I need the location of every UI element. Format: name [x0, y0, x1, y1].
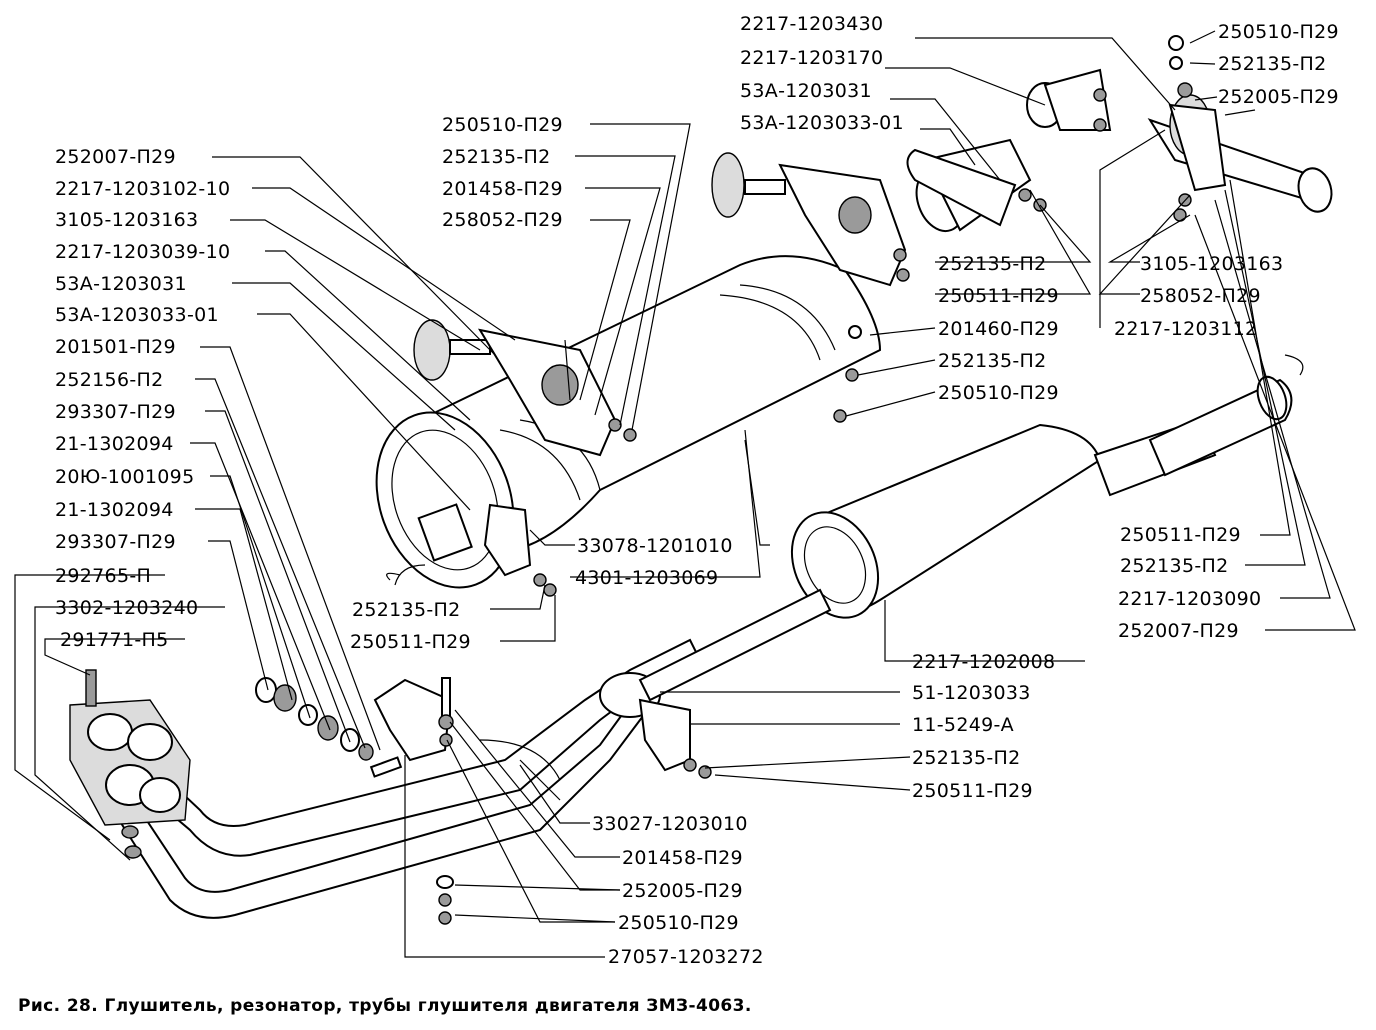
- part-label: 250510-П29: [442, 114, 563, 136]
- upper-hanger: [1026, 68, 1112, 132]
- part-label: 201458-П29: [622, 847, 743, 869]
- part-label: 4301-1203069: [575, 567, 718, 589]
- resonator-hanger-left: [413, 319, 637, 457]
- part-label: 250511-П29: [350, 631, 471, 653]
- part-label: 293307-П29: [55, 401, 176, 423]
- tail-pipe: [1147, 35, 1333, 222]
- resonator-hanger-right: [711, 152, 910, 287]
- manifold-flange: [69, 669, 191, 859]
- bottom-nuts: [436, 875, 454, 925]
- part-label: 252005-П29: [622, 880, 743, 902]
- part-label: 201460-П29: [938, 318, 1059, 340]
- part-label: 252135-П2: [352, 599, 460, 621]
- part-label: 252135-П2: [1218, 53, 1326, 75]
- part-label: 258052-П29: [1140, 285, 1261, 307]
- part-label: 252156-П2: [55, 369, 163, 391]
- part-label: 3105-1203163: [1140, 253, 1283, 275]
- resonator-outlet-pipe: [906, 138, 1047, 232]
- part-label: 293307-П29: [55, 531, 176, 553]
- part-label: 20Ю-1001095: [55, 466, 194, 488]
- part-label: 201458-П29: [442, 178, 563, 200]
- part-label: 250510-П29: [938, 382, 1059, 404]
- part-label: 252135-П2: [1120, 555, 1228, 577]
- part-label: 292765-П: [55, 565, 151, 587]
- leader-lines: [14, 30, 1356, 958]
- part-label: 2217-1203112: [1114, 318, 1257, 340]
- part-label: 33027-1203010: [592, 813, 748, 835]
- part-label: 3302-1203240: [55, 597, 198, 619]
- parts-drawing: [69, 35, 1333, 919]
- pipe-bracket: [373, 677, 454, 762]
- part-label: 53А-1203031: [55, 273, 187, 295]
- part-label: 33078-1201010: [577, 535, 733, 557]
- part-labels: 2217-1203430 2217-1203170 53А-1203031 53…: [55, 13, 1339, 968]
- part-label: 3105-1203163: [55, 209, 198, 231]
- part-label: 21-1302094: [55, 433, 174, 455]
- muffler: [790, 375, 1293, 619]
- part-label: 2217-1203430: [740, 13, 883, 35]
- part-label: 291771-П5: [60, 629, 168, 651]
- resonator-clamp: [483, 503, 557, 597]
- part-label: 250511-П29: [912, 780, 1033, 802]
- part-label: 252135-П2: [938, 350, 1046, 372]
- part-label: 53А-1203033-01: [55, 304, 219, 326]
- part-label: 252007-П29: [1118, 620, 1239, 642]
- part-label: 51-1203033: [912, 682, 1031, 704]
- part-label: 252135-П2: [442, 146, 550, 168]
- part-label: 53А-1203033-01: [740, 112, 904, 134]
- spacer-washers: [255, 677, 403, 778]
- flow-arrow-tailpipe: [1284, 354, 1304, 376]
- part-label: 252135-П2: [938, 253, 1046, 275]
- part-label: 21-1302094: [55, 499, 174, 521]
- part-label: 2217-1203039-10: [55, 241, 230, 263]
- part-label: 2217-1203170: [740, 47, 883, 69]
- part-label: 252135-П2: [912, 747, 1020, 769]
- flow-arrow-resonator: [394, 564, 426, 586]
- part-label: 53А-1203031: [740, 80, 872, 102]
- resonator: [375, 255, 882, 589]
- part-label: 27057-1203272: [608, 946, 764, 968]
- figure-caption: Рис. 28. Глушитель, резонатор, трубы глу…: [18, 996, 752, 1016]
- intermediate-pipe: [638, 588, 832, 702]
- part-label: 252005-П29: [1218, 86, 1339, 108]
- part-label: 250510-П29: [1218, 21, 1339, 43]
- part-label: 250510-П29: [618, 912, 739, 934]
- resonator-nuts: [833, 325, 862, 423]
- part-label: 252007-П29: [55, 146, 176, 168]
- part-label: 2217-1203090: [1118, 588, 1261, 610]
- part-label: 2217-1202008: [912, 651, 1055, 673]
- part-label: 250511-П29: [1120, 524, 1241, 546]
- part-label: 2217-1203102-10: [55, 178, 230, 200]
- part-label: 11-5249-А: [912, 714, 1014, 736]
- part-label: 258052-П29: [442, 209, 563, 231]
- part-label: 201501-П29: [55, 336, 176, 358]
- part-label: 250511-П29: [938, 285, 1059, 307]
